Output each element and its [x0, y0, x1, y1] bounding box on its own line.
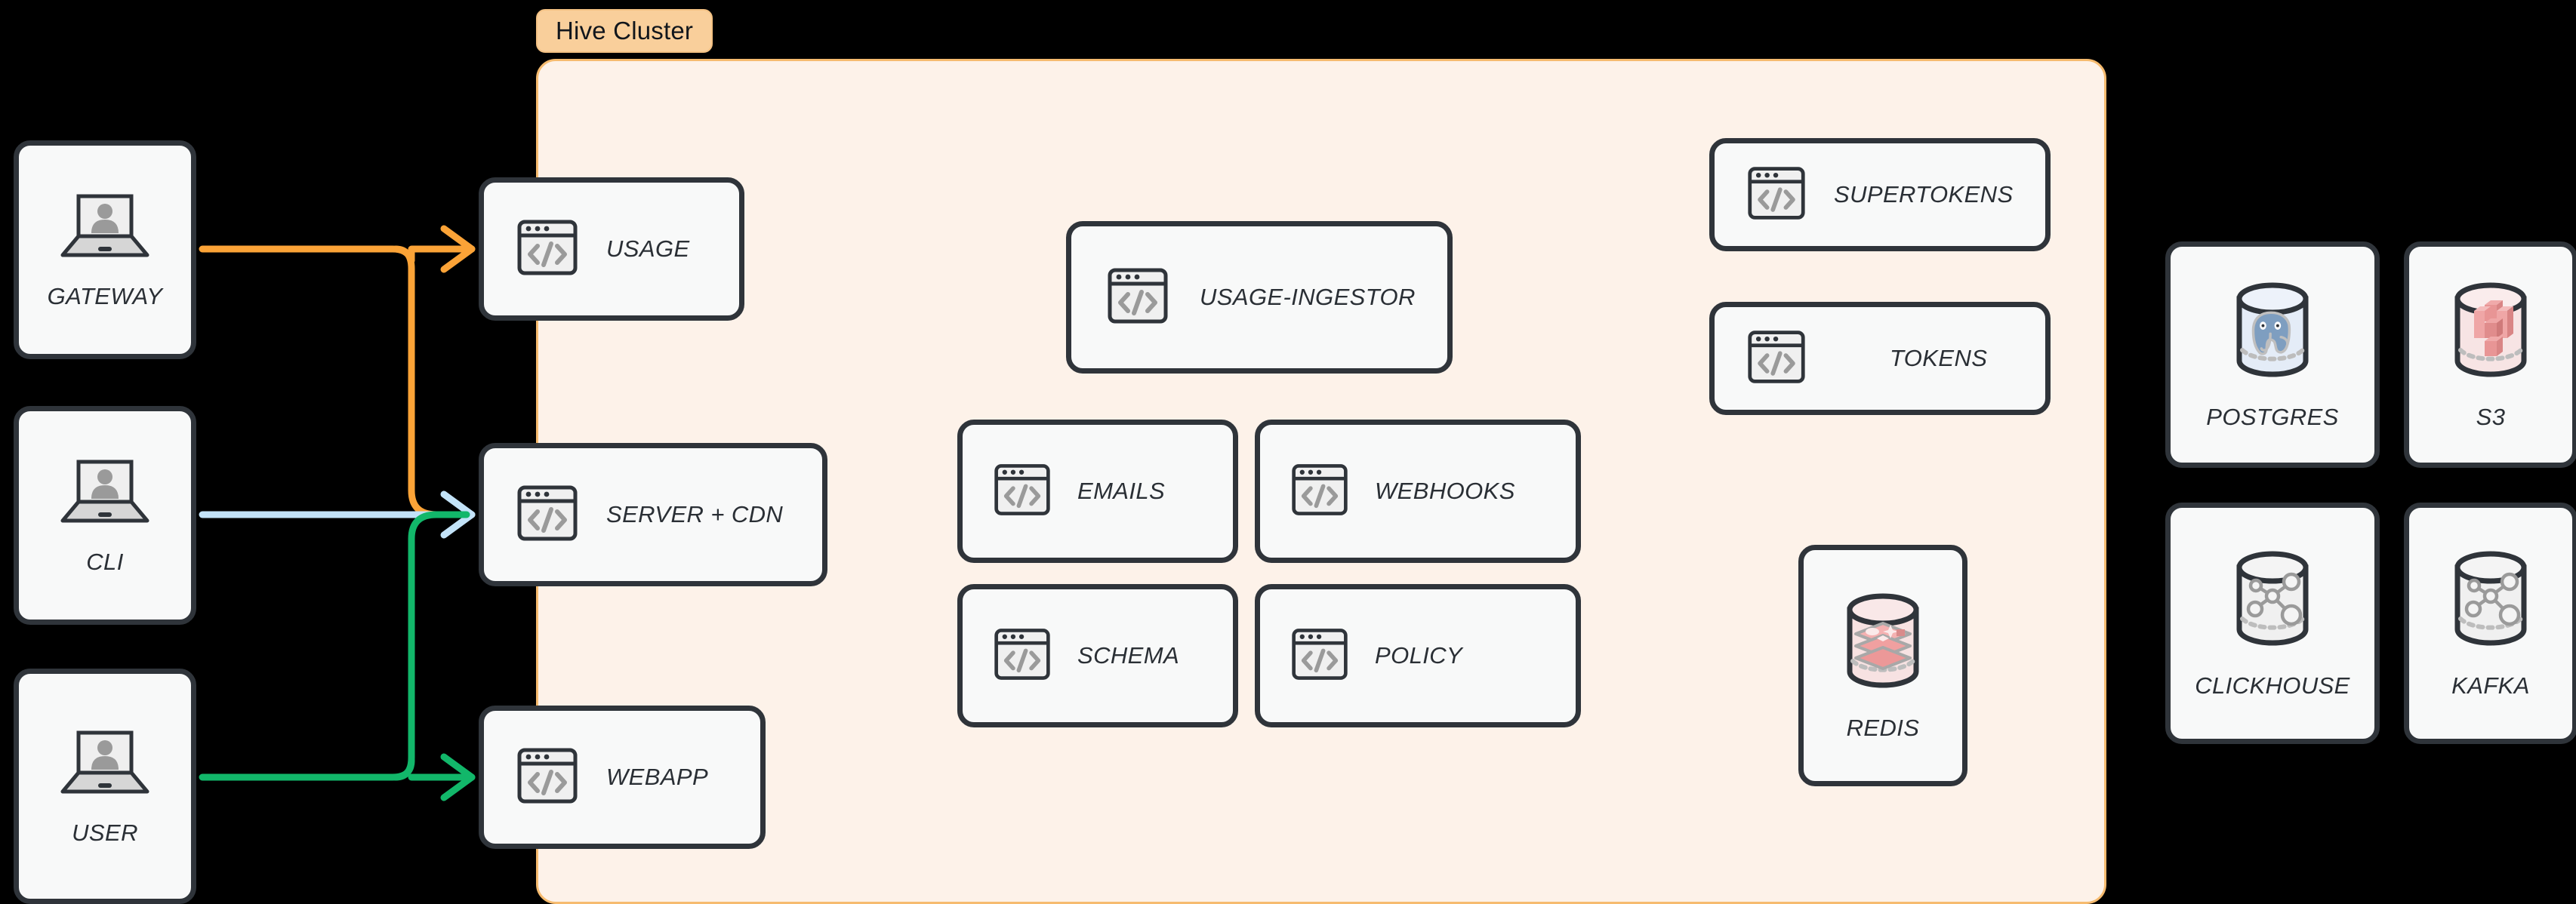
datastore-node-redis[interactable]: REDIS	[1798, 545, 1967, 786]
code-window-icon	[993, 460, 1052, 523]
client-node-user[interactable]: USER	[14, 669, 196, 904]
code-window-icon	[1290, 625, 1349, 687]
service-label-usage-ingestor: USAGE-INGESTOR	[1200, 284, 1416, 310]
service-node-emails[interactable]: EMAILS	[957, 420, 1238, 563]
service-node-schema[interactable]: SCHEMA	[957, 584, 1238, 727]
service-label-webapp: WEBAPP	[606, 764, 709, 790]
service-node-server-cdn[interactable]: SERVER + CDN	[479, 443, 827, 586]
datastore-label-clickhouse: CLICKHOUSE	[2195, 672, 2350, 699]
code-window-icon	[1746, 327, 1807, 391]
datastore-label-s3: S3	[2476, 403, 2506, 430]
redis-cylinder-icon	[1836, 590, 1930, 695]
code-window-icon	[993, 625, 1052, 687]
service-label-tokens: TOKENS	[1890, 345, 1988, 371]
client-label-cli: CLI	[86, 548, 124, 575]
service-label-schema: SCHEMA	[1077, 642, 1180, 669]
code-window-icon	[1106, 264, 1169, 331]
service-label-policy: POLICY	[1375, 642, 1463, 669]
service-label-supertokens: SUPERTOKENS	[1834, 181, 2014, 208]
client-label-gateway: GATEWAY	[47, 282, 163, 309]
hive-cluster-badge-label: Hive Cluster	[556, 17, 694, 45]
code-window-icon	[1290, 460, 1349, 523]
code-window-icon	[516, 744, 579, 811]
clickhouse-cylinder-icon	[2226, 548, 2319, 653]
service-label-usage: USAGE	[606, 235, 690, 262]
edge-gateway-to-server-cdn	[392, 245, 476, 518]
kafka-cylinder-icon	[2444, 548, 2537, 653]
edge-user-to-webapp	[199, 753, 476, 801]
service-node-usage[interactable]: USAGE	[479, 177, 744, 321]
laptop-user-icon	[57, 190, 153, 266]
client-label-user: USER	[72, 819, 138, 846]
service-node-webapp[interactable]: WEBAPP	[479, 706, 766, 849]
edge-gateway-to-usage	[199, 225, 476, 273]
service-node-usage-ingestor[interactable]: USAGE-INGESTOR	[1066, 221, 1453, 374]
datastore-node-clickhouse[interactable]: CLICKHOUSE	[2165, 503, 2380, 744]
code-window-icon	[516, 481, 579, 549]
edge-user-to-server-cdn	[392, 511, 470, 781]
service-node-tokens[interactable]: TOKENS	[1709, 302, 2051, 415]
datastore-label-redis: REDIS	[1846, 714, 1920, 741]
edge-cli-to-server-cdn	[199, 490, 476, 539]
service-label-webhooks: WEBHOOKS	[1375, 478, 1515, 504]
datastore-label-kafka: KAFKA	[2451, 672, 2530, 699]
code-window-icon	[516, 216, 579, 283]
service-node-webhooks[interactable]: WEBHOOKS	[1255, 420, 1581, 563]
datastore-node-postgres[interactable]: POSTGRES	[2165, 241, 2380, 468]
service-label-emails: EMAILS	[1077, 478, 1166, 504]
client-node-gateway[interactable]: GATEWAY	[14, 140, 196, 359]
service-label-server-cdn: SERVER + CDN	[606, 501, 784, 527]
service-node-supertokens[interactable]: SUPERTOKENS	[1709, 138, 2051, 251]
hive-cluster-badge: Hive Cluster	[536, 9, 713, 53]
datastore-node-s3[interactable]: S3	[2404, 241, 2576, 468]
laptop-user-icon	[57, 727, 153, 803]
laptop-user-icon	[57, 456, 153, 532]
service-node-policy[interactable]: POLICY	[1255, 584, 1581, 727]
datastore-label-postgres: POSTGRES	[2206, 403, 2339, 430]
client-node-cli[interactable]: CLI	[14, 406, 196, 625]
postgres-cylinder-icon	[2226, 279, 2319, 384]
datastore-node-kafka[interactable]: KAFKA	[2404, 503, 2576, 744]
code-window-icon	[1746, 163, 1807, 227]
s3-cylinder-icon	[2444, 279, 2537, 384]
